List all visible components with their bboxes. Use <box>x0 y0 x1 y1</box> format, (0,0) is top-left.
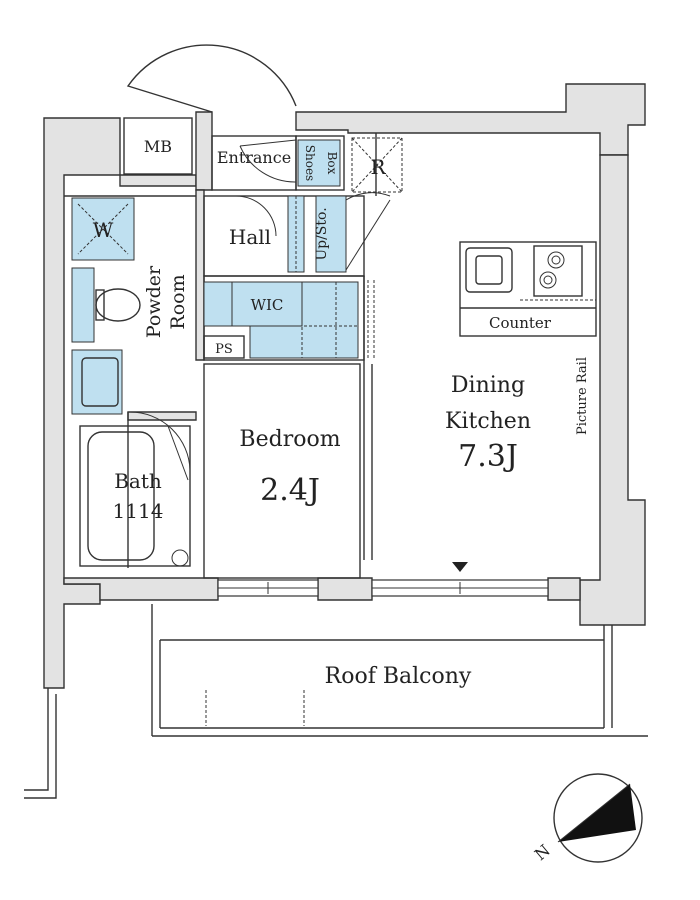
stove-icon <box>533 245 583 297</box>
label-washer: W <box>93 218 114 242</box>
label-bath-size: 1114 <box>113 499 164 523</box>
label-wic: WIC <box>251 296 284 314</box>
compass-needle-icon <box>558 784 636 842</box>
kitchen-counter <box>459 241 597 337</box>
bathtub <box>79 425 191 567</box>
label-refrigerator: R <box>370 155 386 179</box>
refrigerator-space <box>351 137 403 193</box>
label-picture-rail: Picture Rail <box>575 357 590 435</box>
label-up-sto: Up/Sto. <box>314 207 330 260</box>
doors <box>126 44 391 471</box>
windows <box>217 562 549 597</box>
label-counter: Counter <box>489 314 552 332</box>
room-labels: MB Entrance Shoes Box R W Hall Up/Sto. P… <box>93 137 590 689</box>
window-marker-icon <box>452 562 468 572</box>
label-shoes: Shoes <box>303 145 317 181</box>
compass: N <box>531 773 643 865</box>
label-hall: Hall <box>229 225 271 249</box>
storage-areas <box>203 139 375 359</box>
label-bath: Bath <box>114 469 162 493</box>
label-room: Room <box>167 274 189 329</box>
compass-north-label: N <box>531 841 554 865</box>
toilet-icon <box>95 288 141 322</box>
sink-icon <box>81 357 119 407</box>
label-mb: MB <box>144 137 172 156</box>
compass-ring <box>553 773 643 863</box>
wic-label-box <box>231 281 303 327</box>
label-ps: PS <box>215 342 233 357</box>
label-entrance: Entrance <box>217 148 291 167</box>
kitchen-sink-icon <box>465 247 513 293</box>
label-kitchen: Kitchen <box>445 409 531 434</box>
entrance-door-icon <box>126 44 297 113</box>
label-bedroom: Bedroom <box>239 427 340 452</box>
label-roof-balcony: Roof Balcony <box>325 664 472 689</box>
shoes-box <box>295 135 345 191</box>
mb-closet <box>123 117 193 175</box>
exterior-walls <box>43 83 646 689</box>
up-sto-storage <box>315 195 347 273</box>
roof-balcony <box>24 604 648 799</box>
label-box: Box <box>325 152 339 175</box>
label-powder: Powder <box>143 265 165 338</box>
ps-shaft <box>203 335 245 359</box>
label-bedroom-size: 2.4J <box>260 473 320 508</box>
label-dining: Dining <box>451 373 525 398</box>
powder-fixtures <box>71 197 141 415</box>
bedroom-area <box>203 363 361 579</box>
label-dining-size: 7.3J <box>458 439 518 474</box>
